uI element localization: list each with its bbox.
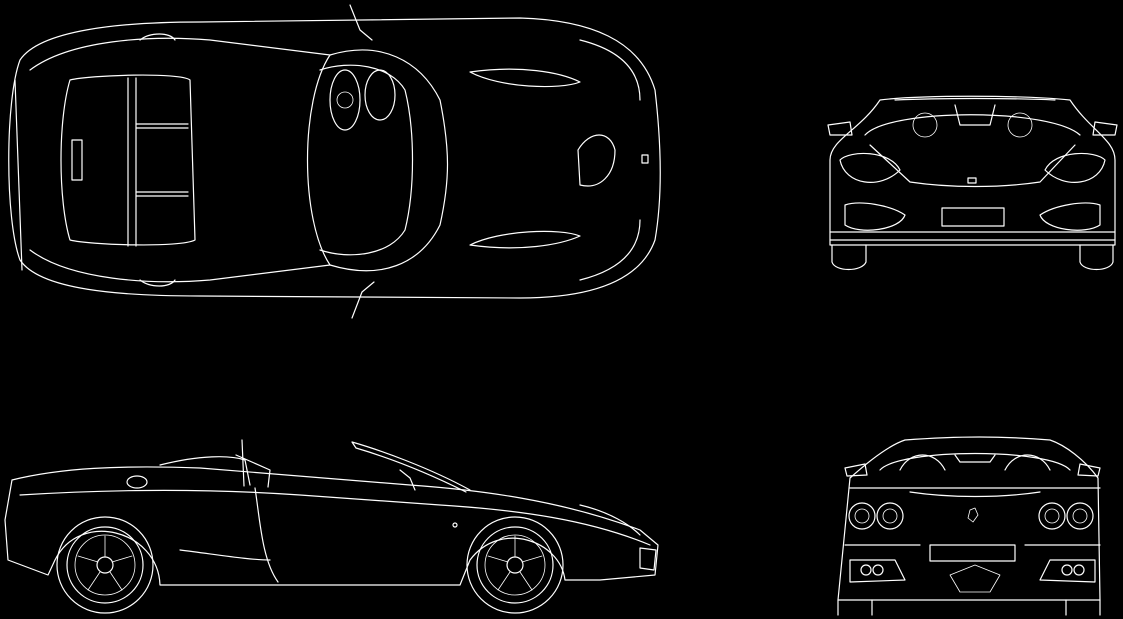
- top-view: [8, 4, 661, 319]
- front-view: [827, 95, 1118, 271]
- side-view: [4, 439, 659, 614]
- prancing-horse-logo: [967, 507, 979, 523]
- rear-view: [837, 436, 1101, 616]
